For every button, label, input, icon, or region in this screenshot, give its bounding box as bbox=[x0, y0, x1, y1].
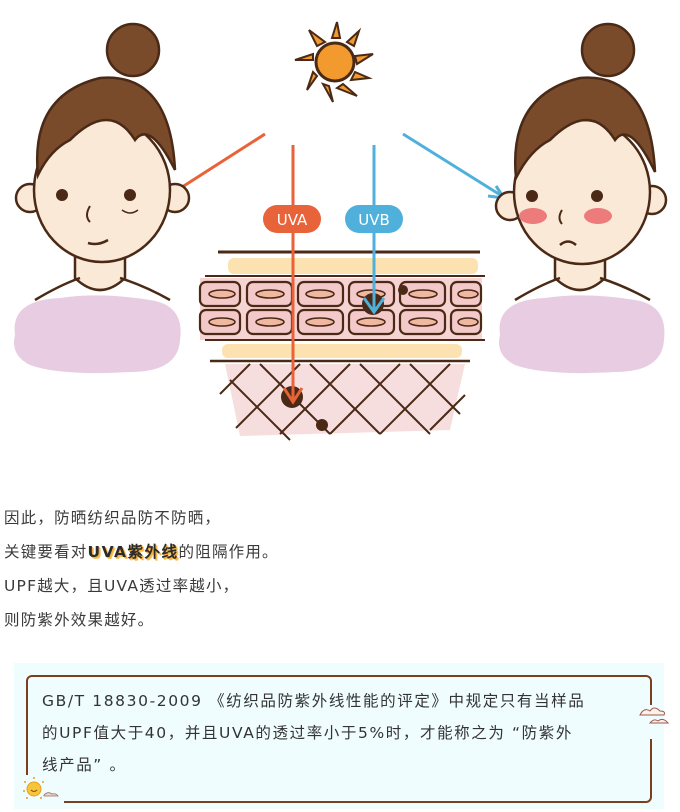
highlight-uva-text: UVA紫外线 bbox=[87, 543, 179, 561]
paragraph-line-3: UPF越大，且UVA透过率越小， bbox=[4, 577, 240, 595]
left-person-aged-skin bbox=[14, 22, 191, 374]
svg-text:UVB: UVB bbox=[358, 211, 390, 229]
uva-label-badge: UVA bbox=[263, 205, 321, 233]
right-person-sunburned bbox=[494, 22, 668, 374]
note-line-3: 线产品” 。 bbox=[42, 756, 127, 774]
paragraph-line-4: 则防紫外效果越好。 bbox=[4, 611, 155, 629]
note-line-2: 的UPF值大于40，并且UVA的透过率小于5%时，才能称之为 “防紫外 bbox=[42, 724, 573, 742]
paragraph-line-1: 因此，防晒纺织品防不防晒， bbox=[4, 509, 222, 527]
border-gap-right bbox=[644, 705, 654, 739]
uvb-label-badge: UVB bbox=[345, 205, 403, 233]
sun-icon bbox=[294, 21, 374, 103]
uv-skin-illustration: UVA UVB bbox=[14, 21, 668, 441]
svg-text:UVA: UVA bbox=[277, 211, 308, 229]
smiling-sun-icon bbox=[23, 777, 59, 799]
paragraph-line-2: 关键要看对UVA紫外线的阻隔作用。 bbox=[4, 540, 279, 562]
cloud-icon bbox=[639, 707, 670, 724]
paragraph-line-2-suffix: 的阻隔作用。 bbox=[178, 543, 279, 561]
standard-note-panel: GB/T 18830-2009 《纺织品防紫外线性能的评定》中规定只有当样品 的… bbox=[14, 663, 670, 809]
skin-cross-section bbox=[198, 250, 485, 441]
standard-note-border bbox=[24, 675, 654, 805]
standard-note-text: GB/T 18830-2009 《纺织品防紫外线性能的评定》中规定只有当样品 的… bbox=[42, 685, 622, 781]
paragraph-line-2-prefix: 关键要看对 bbox=[4, 543, 88, 561]
note-line-1: GB/T 18830-2009 《纺织品防紫外线性能的评定》中规定只有当样品 bbox=[42, 692, 586, 710]
